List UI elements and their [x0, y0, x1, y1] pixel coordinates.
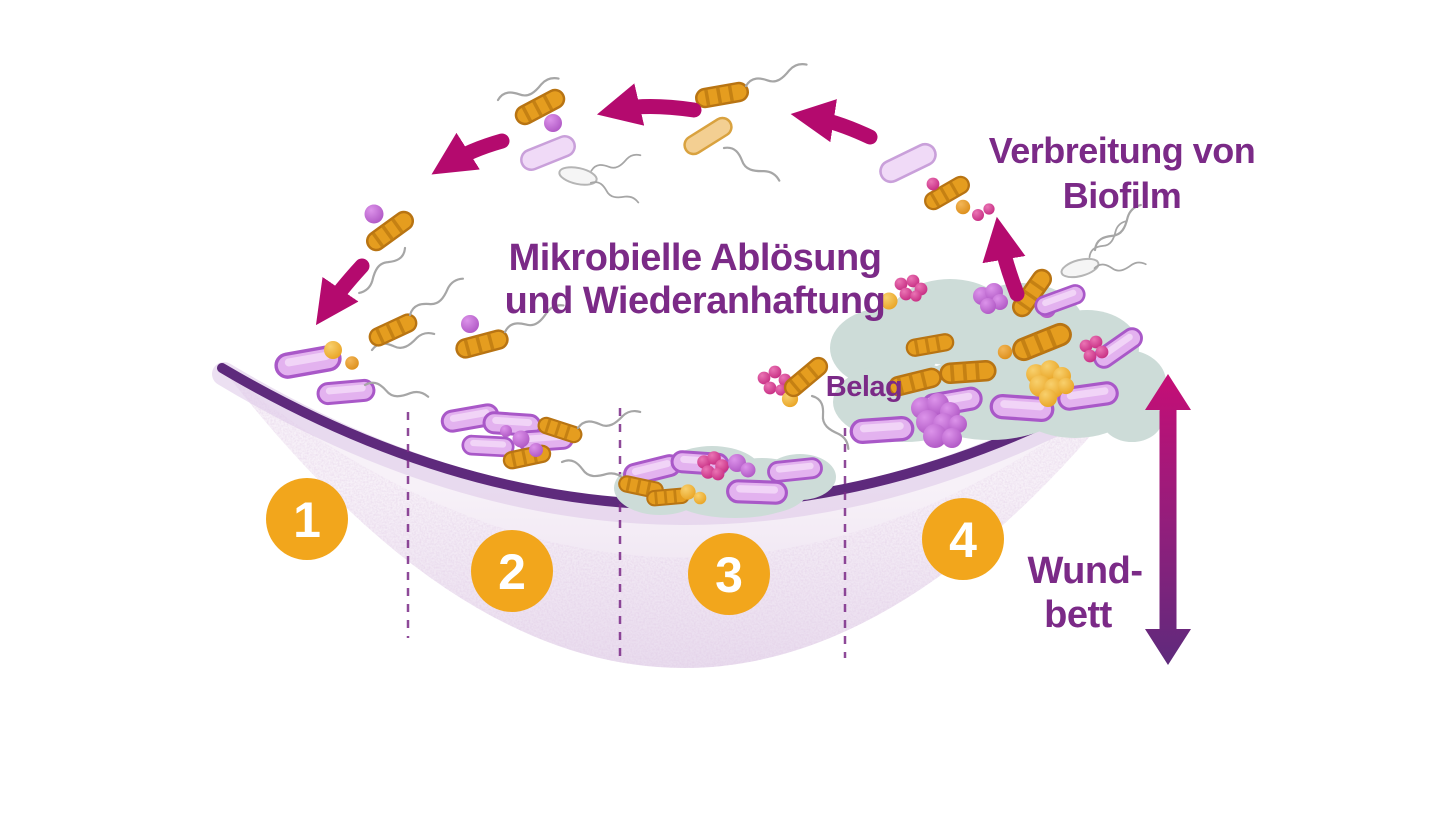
stage-4-number: 4	[949, 512, 977, 568]
cycle-arrow-right-up	[982, 216, 1026, 302]
stage-2-circle	[471, 530, 553, 612]
dispersal-cycle-arrows	[315, 83, 1026, 326]
cycle-arrow-upper-left	[431, 132, 510, 175]
wound-bed-label-line1: Wund-	[1028, 550, 1143, 592]
stage-divider-lines	[406, 408, 847, 662]
stage-1-circle	[266, 478, 348, 560]
diagram-labels: Mikrobielle Ablösung und Wiederanhaftung…	[505, 130, 1256, 636]
bacteria-dispersal-right	[875, 139, 995, 221]
cycle-arrow-top-center	[596, 83, 702, 126]
wound-bed-speckle-texture	[222, 368, 1143, 669]
coating-label: Belag	[826, 371, 902, 403]
stage-markers: 1 2 3 4	[266, 478, 1004, 615]
cycle-arrow-left-down	[315, 258, 370, 326]
cycle-title-line2: und Wiederanhaftung	[505, 280, 886, 322]
stage-3-circle	[688, 533, 770, 615]
cycle-title-line1: Mikrobielle Ablösung	[509, 237, 882, 279]
spread-label-line2: Biofilm	[1063, 175, 1182, 216]
stage-3-number: 3	[715, 547, 743, 603]
wound-bed-label-line2: bett	[1044, 594, 1113, 636]
stage-marker-3: 3	[688, 533, 770, 615]
wound-bed-depth-arrow	[1145, 374, 1191, 665]
stage-1-number: 1	[293, 492, 321, 548]
stage-marker-2: 2	[471, 530, 553, 612]
spread-label-line1: Verbreitung von	[989, 130, 1256, 171]
wound-rim-glow	[212, 362, 1153, 525]
stage-marker-1: 1	[266, 478, 348, 560]
cycle-arrow-top-right	[790, 99, 878, 145]
stage-2-number: 2	[498, 544, 526, 600]
stage-marker-4: 4	[922, 498, 1004, 580]
stage-4-circle	[922, 498, 1004, 580]
ghost-bacterium-top-right	[1053, 218, 1148, 292]
